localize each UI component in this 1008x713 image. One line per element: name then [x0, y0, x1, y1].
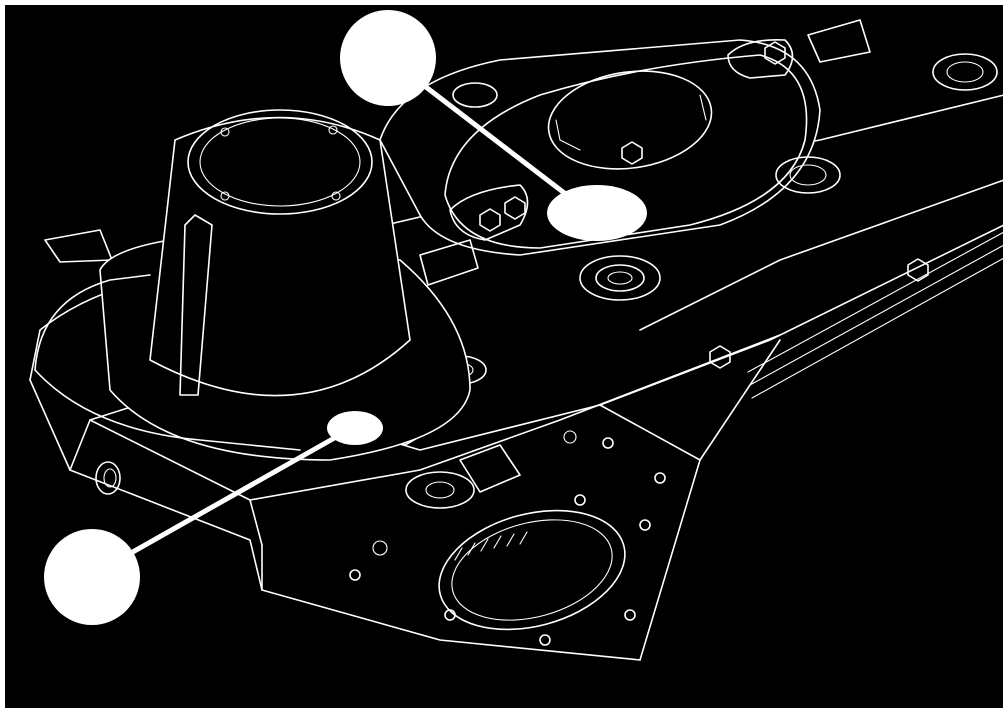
callout-bottom-circle: [44, 529, 140, 625]
callout-bottom-pointer: [327, 411, 383, 445]
callout-top: [340, 10, 647, 241]
tapered-drum-cylinder: [149, 109, 411, 397]
callout-bottom-leader: [89, 429, 348, 578]
upper-drive-housing: [379, 39, 821, 256]
callout-top-pointer: [547, 185, 647, 241]
callout-bottom: [44, 411, 383, 625]
side-bolt-hole: [95, 461, 121, 495]
ring-gear-opening: [438, 509, 626, 631]
callout-top-circle: [340, 10, 436, 106]
mounting-holes: [349, 437, 666, 646]
